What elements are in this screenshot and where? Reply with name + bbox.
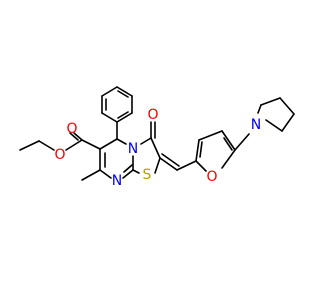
pyrimidine-ring — [99, 138, 134, 179]
furan-oxygen-label: O — [206, 169, 217, 185]
molecule-structure: O O O O N N N S — [19, 86, 295, 189]
pyrrolidine-ring — [257, 97, 295, 132]
keto-oxygen-label: O — [147, 107, 158, 123]
thiazole-ring — [132, 137, 161, 174]
carbonyl-oxygen-label: O — [66, 121, 77, 137]
ester-group — [19, 132, 101, 151]
imine-nitrogen-label: N — [112, 173, 122, 189]
furan-to-pyrrolidine-bond — [234, 133, 250, 151]
pyrrolidine-nitrogen-label: N — [251, 117, 261, 133]
phenyl-ring — [101, 86, 133, 123]
exocyclic-double-bond — [159, 153, 197, 171]
sulfur-label: S — [143, 167, 152, 183]
keto-group — [150, 121, 156, 139]
ester-oxygen-label: O — [54, 147, 65, 163]
molecule-canvas: O O O O N N N S — [19, 86, 295, 189]
furan-ring — [195, 130, 236, 172]
methyl-bond — [81, 169, 101, 181]
ring-nitrogen-label: N — [128, 141, 138, 157]
